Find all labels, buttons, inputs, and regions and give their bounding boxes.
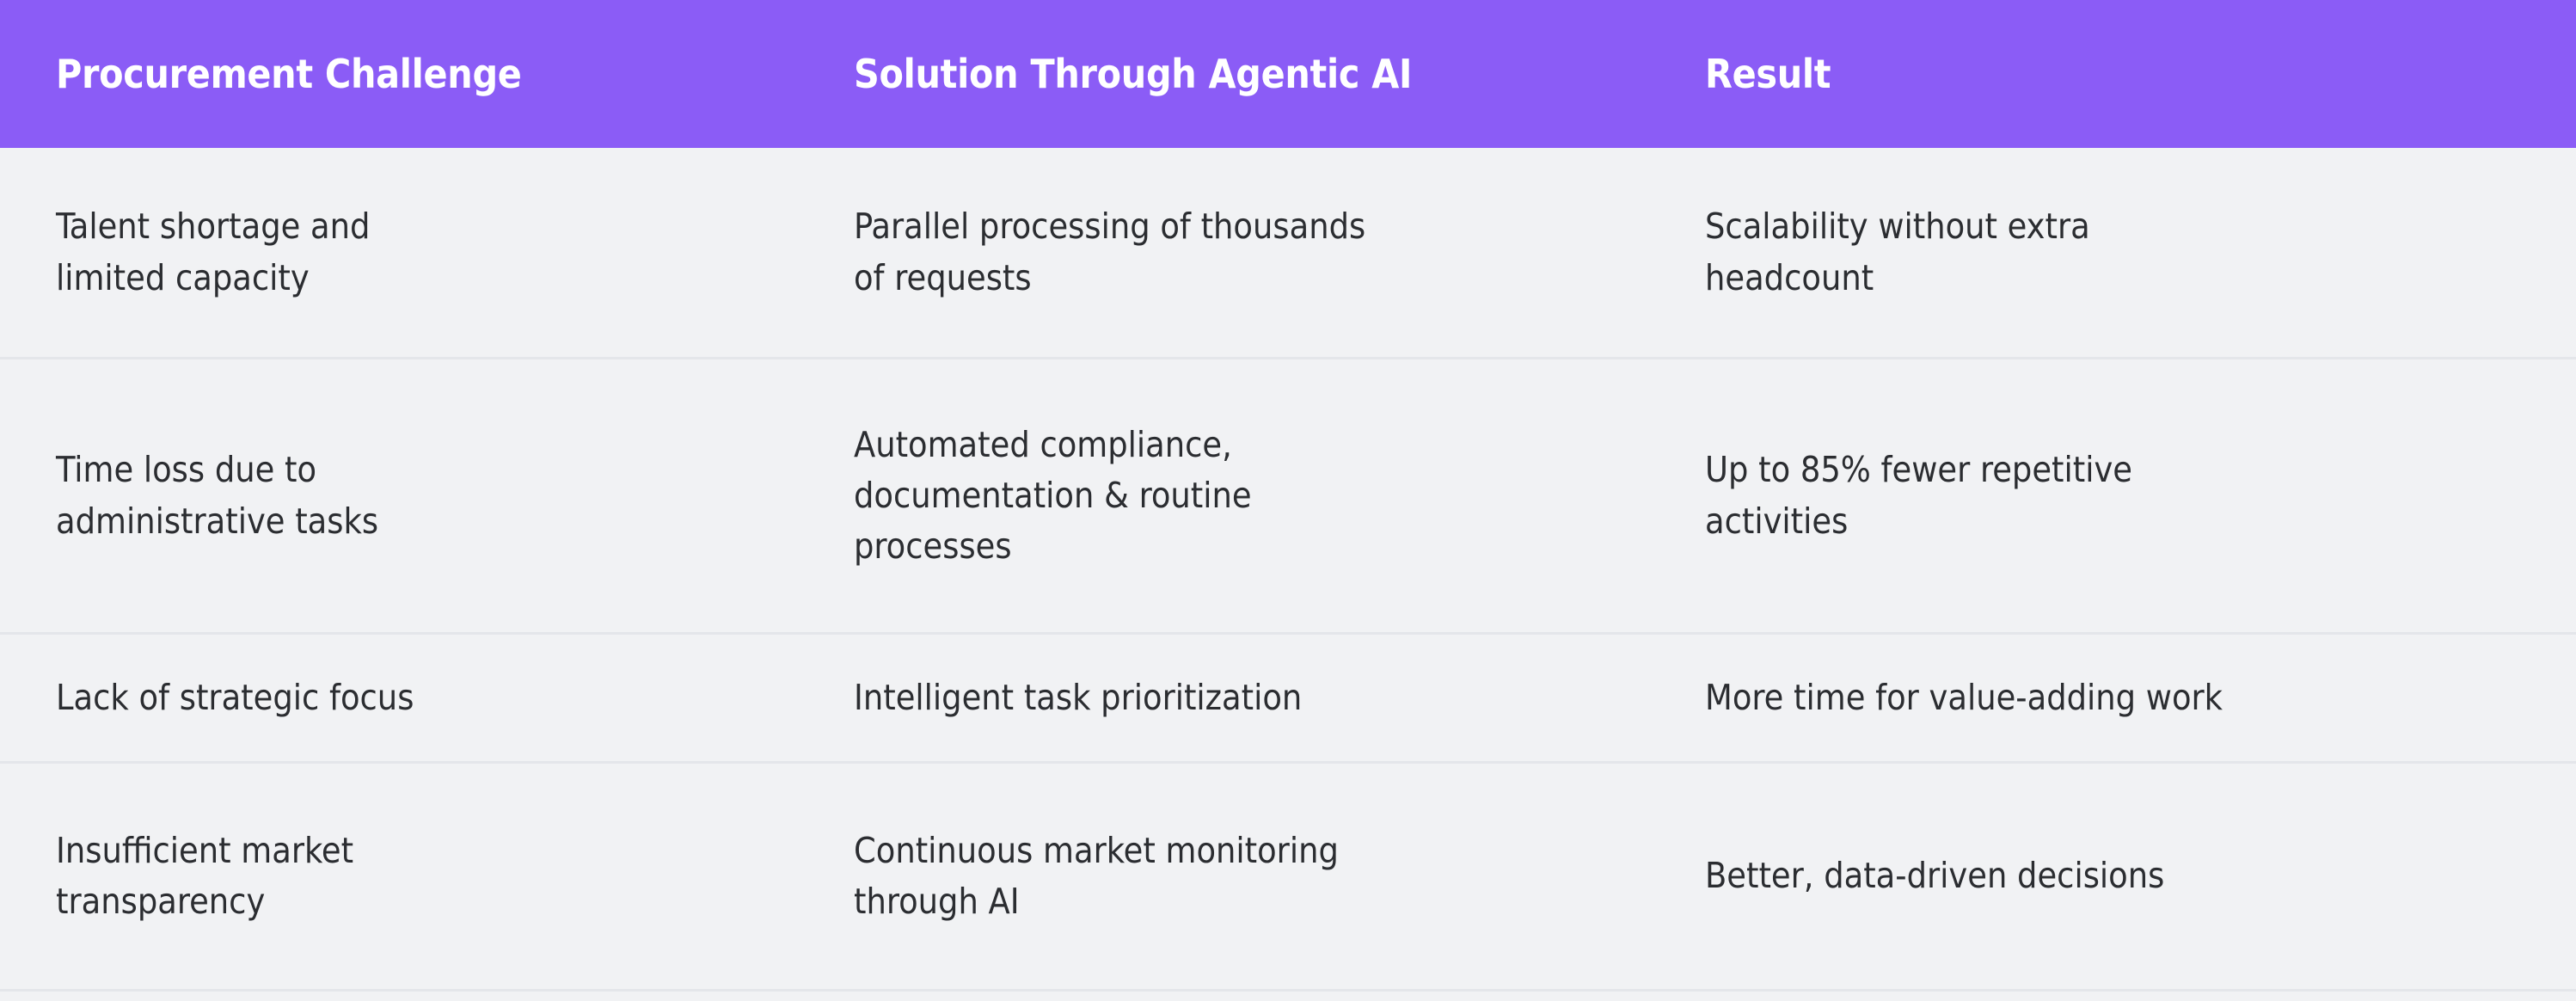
column-header-procurement-challenge: Procurement Challenge: [56, 50, 522, 97]
cell-text-line: More time for value-adding work: [1705, 676, 2223, 718]
cell-solution: Intelligent task prioritization: [854, 672, 1705, 723]
table-body: Talent shortage and limited capacity Par…: [0, 148, 2576, 1001]
cell-text-line: Automated compliance,: [854, 423, 1232, 465]
cell-text-line: Scalability without extra: [1705, 206, 2090, 248]
cell-text-line: of requests: [854, 256, 1032, 298]
cell-text-line: Time loss due to: [56, 449, 317, 491]
table-row: Insufficient market transparency Continu…: [0, 764, 2576, 992]
table-row: Time loss due to administrative tasks Au…: [0, 359, 2576, 635]
cell-text-line: Parallel processing of thousands: [854, 206, 1366, 248]
cell-text-line: administrative tasks: [56, 500, 379, 542]
cell-text-line: Continuous market monitoring: [854, 829, 1339, 871]
table-row: Talent shortage and limited capacity Par…: [0, 148, 2576, 359]
cell-text-line: Talent shortage and: [56, 206, 371, 248]
cell-text-line: activities: [1705, 500, 1849, 542]
cell-text-line: through AI: [854, 881, 1020, 922]
cell-text-line: Insufficient market: [56, 829, 354, 871]
table-header-row: Procurement Challenge Solution Through A…: [0, 0, 2576, 148]
cell-result: Scalability without extra headcount: [1705, 201, 2520, 303]
cell-text-line: Better, data-driven decisions: [1705, 855, 2165, 897]
cell-challenge: Talent shortage and limited capacity: [0, 201, 854, 303]
cell-solution: Parallel processing of thousands of requ…: [854, 201, 1705, 303]
cell-challenge: Time loss due to administrative tasks: [0, 445, 854, 546]
cell-text-line: headcount: [1705, 256, 1874, 298]
cell-text-line: transparency: [56, 881, 266, 922]
cell-text-line: documentation & routine: [854, 474, 1252, 516]
cell-text-line: processes: [854, 525, 1012, 568]
cell-challenge: Insufficient market transparency: [0, 826, 854, 927]
cell-text-line: limited capacity: [56, 256, 310, 298]
cell-text-line: Up to 85% fewer repetitive: [1705, 449, 2132, 491]
cell-result: Up to 85% fewer repetitive activities: [1705, 445, 2520, 546]
cell-challenge: Lack of strategic focus: [0, 672, 854, 723]
cell-result: More time for value-adding work: [1705, 672, 2520, 723]
column-header-result: Result: [1705, 50, 1831, 97]
cell-solution: Automated compliance, documentation & ro…: [854, 420, 1705, 572]
cell-solution: Continuous market monitoring through AI: [854, 826, 1705, 927]
cell-text-line: Lack of strategic focus: [56, 676, 414, 718]
table-row: Lack of strategic focus Intelligent task…: [0, 635, 2576, 764]
cell-result: Better, data-driven decisions: [1705, 851, 2520, 901]
cell-text-line: Intelligent task prioritization: [854, 676, 1303, 718]
column-header-solution-through-agentic-ai: Solution Through Agentic AI: [854, 50, 1413, 97]
